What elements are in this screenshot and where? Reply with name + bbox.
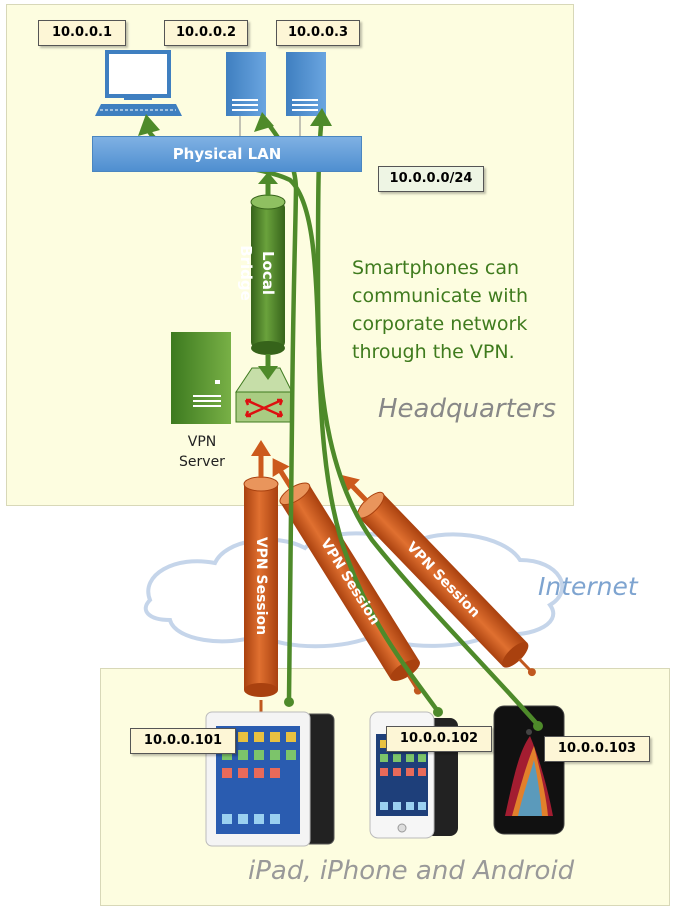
android-phone-image (493, 705, 565, 835)
caption-line: Smartphones can (352, 257, 520, 279)
ip-label-iphone: 10.0.0.102 (386, 726, 492, 752)
vpn-server-label: VPN Server (166, 432, 238, 472)
ip-label-pc: 10.0.0.1 (38, 20, 126, 46)
vpn-session-label: VPN Session (253, 536, 269, 636)
caption-line: through the VPN. (352, 341, 515, 363)
path-arrowheads (138, 108, 332, 136)
server-icon (226, 52, 266, 136)
vpn-server-icon (171, 332, 231, 424)
server-icon (286, 52, 326, 136)
vpn-server-label-line: VPN (187, 434, 217, 450)
pc-icon (95, 50, 182, 116)
devices-label: iPad, iPhone and Android (248, 856, 575, 886)
caption-line: corporate network (352, 313, 528, 335)
ip-label-server2: 10.0.0.3 (276, 20, 360, 46)
caption-line: communicate with (352, 285, 529, 307)
virtual-hub-icon (235, 367, 293, 423)
physical-lan-bar: Physical LAN (92, 136, 362, 172)
vpn-session-pipe (243, 440, 279, 720)
headquarters-label: Headquarters (378, 394, 557, 424)
vpn-server-label-line: Server (179, 454, 225, 470)
internet-label: Internet (538, 572, 638, 601)
vpn-session-pipe (272, 458, 422, 695)
local-bridge-pipe (250, 172, 286, 380)
local-bridge-label: Local Bridge (237, 245, 277, 301)
path-endpoints (284, 697, 543, 731)
caption-text: Smartphones can communicate with corpora… (352, 254, 572, 366)
ip-label-ipad: 10.0.0.101 (130, 728, 236, 754)
ip-label-server1: 10.0.0.2 (164, 20, 248, 46)
ip-label-subnet: 10.0.0.0/24 (378, 166, 484, 192)
ip-label-android: 10.0.0.103 (544, 736, 650, 762)
